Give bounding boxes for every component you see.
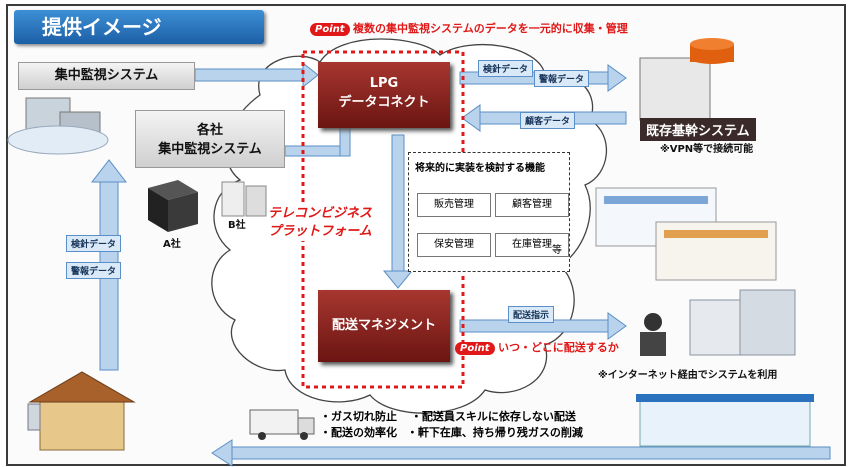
feature-safety: 保安管理 bbox=[417, 233, 491, 257]
point-badge: Point bbox=[310, 23, 350, 36]
feature-etc: 等 bbox=[552, 245, 562, 256]
database-icon bbox=[639, 38, 734, 121]
lpg-line2: データコネクト bbox=[338, 95, 430, 110]
office-building-icon bbox=[640, 289, 796, 356]
feature-sales: 販売管理 bbox=[417, 193, 491, 217]
arrow-central-to-lpg bbox=[194, 61, 319, 89]
right-label-alarm: 警報データ bbox=[534, 70, 590, 87]
gas-station-icon bbox=[636, 394, 814, 447]
company-system-line2: 集中監視システム bbox=[158, 142, 262, 157]
platform-dotted-border bbox=[301, 50, 465, 389]
app-screenshots-icon bbox=[595, 187, 777, 281]
left-label-meter: 検針データ bbox=[66, 235, 122, 252]
truck-icon bbox=[249, 409, 315, 440]
vpn-note: ※VPN等で接続可能 bbox=[660, 144, 754, 155]
point-header: Point 複数の集中監視システムのデータを一元的に収集・管理 bbox=[310, 20, 628, 36]
delivery-point: Point いつ・どこに配送するか bbox=[455, 339, 619, 355]
future-features-box: 将来的に実装を検討する機能 販売管理 顧客管理 保安管理 在庫管理 等 bbox=[408, 152, 570, 272]
bottom-left-arrow bbox=[211, 439, 831, 467]
company-a-label: A社 bbox=[163, 239, 181, 250]
benefits-block: ・ガス切れ防止 ・配送員スキルに依存しない配送 ・配送の効率化 ・軒下在庫、持ち… bbox=[320, 409, 583, 441]
core-system-label: 既存基幹システム bbox=[640, 118, 756, 141]
telecom-platform-label: テレコンビジネス プラットフォーム bbox=[268, 205, 373, 241]
benefit-inventory-reduction: ・軒下在庫、持ち帰り残ガスの削減 bbox=[406, 426, 583, 439]
arrow-lpg-to-delivery bbox=[382, 134, 414, 289]
right-label-meter: 検針データ bbox=[478, 60, 534, 77]
telecom-line2: プラットフォーム bbox=[268, 224, 372, 239]
internet-note: ※インターネット経由でシステムを利用 bbox=[598, 370, 778, 381]
benefit-skill-independent: ・配送員スキルに依存しない配送 bbox=[410, 410, 576, 423]
company-system-box: 各社 集中監視システム bbox=[135, 110, 285, 168]
delivery-point-text: いつ・どこに配送するか bbox=[498, 341, 619, 354]
point-header-text: 複数の集中監視システムのデータを一元的に収集・管理 bbox=[353, 22, 628, 35]
telecom-line1: テレコンビジネス bbox=[268, 206, 373, 221]
feature-customer: 顧客管理 bbox=[495, 193, 569, 217]
benefit-efficiency: ・配送の効率化 bbox=[320, 426, 397, 439]
delivery-point-badge: Point bbox=[455, 342, 495, 355]
central-system-box: 集中監視システム bbox=[18, 62, 195, 90]
company-system-line1: 各社 bbox=[196, 123, 223, 138]
house-icon bbox=[27, 371, 136, 451]
feature-inventory: 在庫管理 bbox=[495, 233, 569, 257]
left-label-alarm: 警報データ bbox=[66, 262, 122, 279]
title-banner: 提供イメージ bbox=[14, 10, 264, 44]
server-a-icon bbox=[148, 180, 198, 232]
delivery-management-box: 配送マネジメント bbox=[318, 290, 450, 362]
delivery-instruction-label: 配送指示 bbox=[508, 306, 555, 323]
factory-icon bbox=[7, 97, 109, 155]
future-features-title: 将来的に実装を検討する機能 bbox=[415, 163, 545, 174]
company-b-label: B社 bbox=[228, 220, 246, 231]
lpg-line1: LPG bbox=[369, 76, 399, 91]
benefit-gas-outage: ・ガス切れ防止 bbox=[320, 410, 397, 423]
right-label-customer: 顧客データ bbox=[520, 112, 576, 129]
server-b-icon bbox=[221, 181, 267, 217]
lpg-dataconnect-box: LPG データコネクト bbox=[318, 62, 450, 128]
